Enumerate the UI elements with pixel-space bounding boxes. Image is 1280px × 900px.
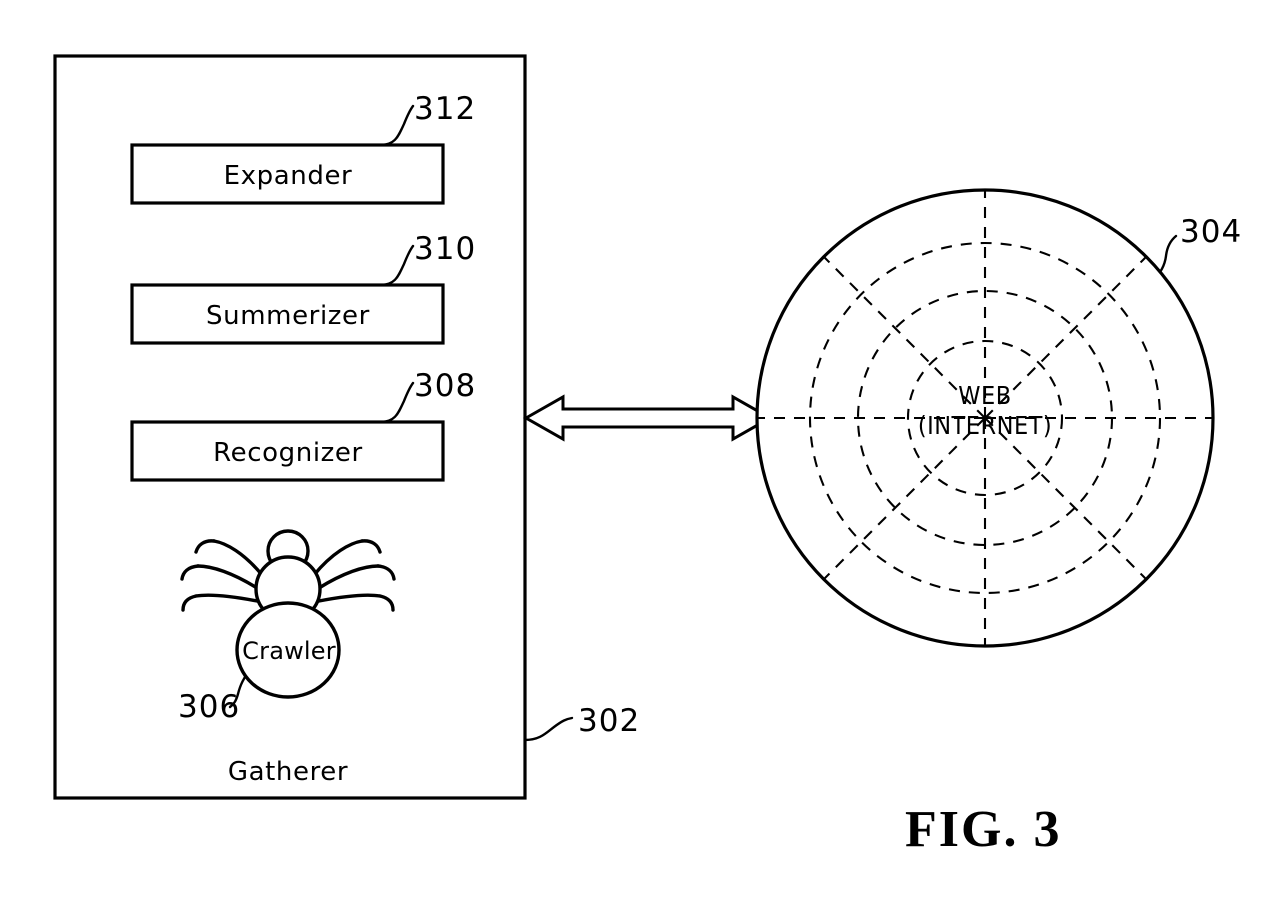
leader-line-308 <box>378 381 415 424</box>
spider-abdomen <box>235 601 341 699</box>
web-spoke-se <box>984 417 1147 580</box>
spider-leg-left-2 <box>196 564 259 590</box>
web-label-line-2: (INTERNET) <box>917 410 1053 440</box>
ref-number-308: 308 <box>414 368 477 404</box>
crawler-label: Crawler <box>242 637 336 665</box>
spider-leg-right-1-tail <box>360 539 382 554</box>
ref-number-302: 302 <box>578 703 641 739</box>
bidirectional-arrow <box>522 394 774 442</box>
ref-number-312: 312 <box>414 91 477 127</box>
spider-leg-left-3 <box>194 593 259 603</box>
spider-leg-left-3-tail <box>181 594 198 612</box>
spider-leg-right-2-tail <box>376 564 396 581</box>
spider-leg-right-2 <box>317 564 380 590</box>
web-label: WEB (INTERNET) <box>918 381 1052 440</box>
spider-leg-left-1-tail <box>194 539 216 554</box>
web-spoke-ne <box>984 256 1147 419</box>
ref-number-310: 310 <box>414 231 477 267</box>
module-label-expander: Expander <box>223 161 353 191</box>
module-box-expander[interactable] <box>130 143 445 205</box>
spider-icon <box>180 529 396 699</box>
spider-leg-right-1 <box>312 539 364 577</box>
module-box-recognizer[interactable] <box>130 420 445 482</box>
web-spoke-sw <box>823 417 986 580</box>
leader-line-302 <box>523 716 574 742</box>
arrow-body <box>522 394 774 442</box>
module-label-summerizer: Summerizer <box>206 301 370 331</box>
module-label-recognizer: Recognizer <box>213 438 363 468</box>
ref-number-306: 306 <box>178 689 241 725</box>
leader-line-312 <box>378 104 415 147</box>
ref-number-304: 304 <box>1180 214 1243 250</box>
web-ring-3 <box>808 241 1162 595</box>
spider-leg-right-3-tail <box>378 594 395 612</box>
web-label-line-1: WEB <box>958 381 1012 410</box>
spider-leg-left-2-tail <box>180 564 200 581</box>
figure-caption: FIG. 3 <box>905 801 1062 858</box>
spider-leg-left-1 <box>212 539 264 577</box>
spider-leg-right-3 <box>317 593 382 603</box>
spiderweb-icon <box>755 188 1215 648</box>
gatherer-label: Gatherer <box>227 757 349 787</box>
web-spoke-nw <box>823 256 986 419</box>
module-box-summerizer[interactable] <box>130 283 445 345</box>
leader-line-310 <box>378 244 415 287</box>
web-ring-1 <box>906 339 1064 497</box>
